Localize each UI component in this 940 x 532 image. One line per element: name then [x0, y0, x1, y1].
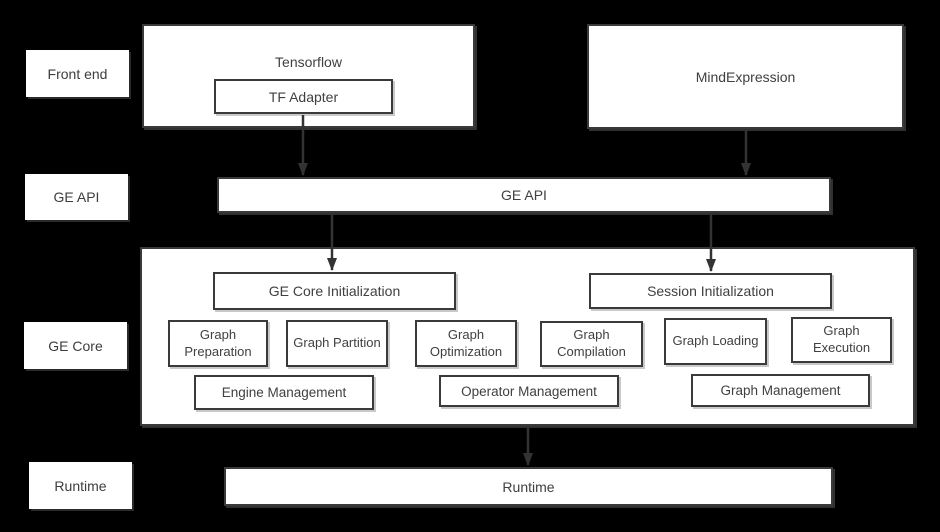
mindexpression-box: MindExpression: [587, 24, 904, 129]
graph-optimization-label: Graph Optimization: [429, 326, 503, 359]
tensorflow-label: Tensorflow: [275, 54, 342, 70]
graph-management-label: Graph Management: [720, 383, 841, 398]
session-init-box: Session Initialization: [589, 273, 832, 309]
graph-loading-box: Graph Loading: [664, 318, 767, 365]
layer-label-ge-core: GE Core: [24, 322, 127, 369]
graph-execution-box: Graph Execution: [791, 317, 892, 363]
engine-management-label: Engine Management: [221, 385, 347, 400]
engine-management-box: Engine Management: [194, 375, 374, 410]
layer-label-runtime: Runtime: [29, 462, 132, 509]
operator-management-label: Operator Management: [461, 383, 597, 399]
graph-management-box: Graph Management: [691, 374, 870, 407]
graph-compilation-label: Graph Compilation: [557, 327, 626, 359]
graph-preparation-label: Graph Preparation: [184, 326, 252, 359]
graph-loading-label: Graph Loading: [672, 333, 759, 349]
mindexpression-label: MindExpression: [695, 68, 796, 85]
layer-label-ge-api: GE API: [25, 174, 128, 220]
graph-preparation-box: Graph Preparation: [168, 320, 268, 367]
graph-partition-label: Graph Partition: [293, 335, 381, 351]
ge-api-label: GE API: [501, 187, 547, 203]
runtime-label: Runtime: [502, 478, 555, 495]
runtime-box: Runtime: [224, 467, 833, 506]
layer-label-front-end: Front end: [26, 50, 129, 97]
tf-adapter-label: TF Adapter: [268, 88, 339, 105]
graph-optimization-box: Graph Optimization: [415, 320, 517, 367]
session-init-label: Session Initialization: [647, 283, 774, 299]
ge-core-init-label: GE Core Initialization: [268, 283, 401, 299]
graph-partition-box: Graph Partition: [286, 320, 388, 367]
ge-api-box: GE API: [217, 177, 831, 213]
tf-adapter-box: TF Adapter: [214, 79, 393, 114]
operator-management-box: Operator Management: [439, 375, 619, 407]
graph-compilation-box: Graph Compilation: [540, 321, 643, 367]
graph-execution-label: Graph Execution: [812, 323, 871, 355]
ge-core-init-box: GE Core Initialization: [213, 272, 456, 310]
